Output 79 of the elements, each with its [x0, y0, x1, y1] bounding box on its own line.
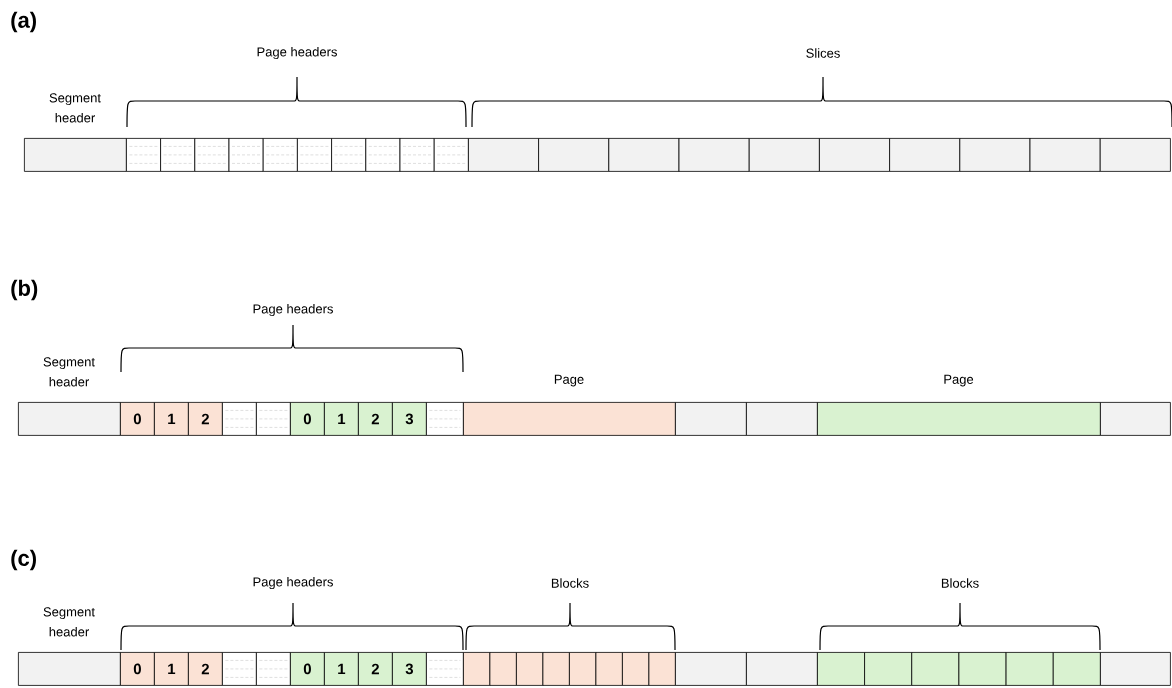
memory-cell	[817, 402, 1101, 436]
memory-cell	[1100, 652, 1171, 686]
memory-cell	[608, 138, 680, 172]
memory-cell: 0	[120, 402, 155, 436]
memory-cell	[463, 652, 491, 686]
memory-cell	[911, 652, 960, 686]
memory-cell	[365, 138, 401, 172]
memory-cell: 1	[324, 402, 359, 436]
memory-cell	[18, 402, 121, 436]
brace-label: Blocks	[551, 578, 589, 588]
brace-label: Page headers	[253, 303, 333, 317]
memory-cell	[256, 652, 291, 686]
memory-cell: 2	[188, 652, 223, 686]
memory-cell	[746, 652, 818, 686]
memory-cell	[675, 652, 747, 686]
memory-cell: 2	[188, 402, 223, 436]
memory-cell	[426, 652, 464, 686]
memory-cell	[463, 402, 676, 436]
memory-cell	[678, 138, 750, 172]
memory-cell	[331, 138, 367, 172]
brace-label: Page headers	[253, 576, 333, 590]
memory-cell	[748, 138, 820, 172]
cell-caption: Page	[554, 374, 584, 387]
memory-cell	[542, 652, 570, 686]
memory-cell	[958, 652, 1007, 686]
memory-cell: 1	[154, 402, 189, 436]
memory-cell	[889, 138, 961, 172]
memory-cell	[817, 652, 865, 686]
memory-cell	[222, 652, 257, 686]
memory-cell	[297, 138, 332, 172]
panel-label: (b)	[11, 279, 38, 301]
brace-label: Blocks	[941, 578, 979, 588]
memory-cell	[24, 138, 127, 172]
memory-cell	[1052, 652, 1101, 686]
memory-cell	[222, 402, 257, 436]
memory-cell	[468, 138, 539, 172]
memory-cell	[126, 138, 161, 172]
memory-cell	[256, 402, 291, 436]
memory-cell: 1	[154, 652, 189, 686]
memory-cell	[433, 138, 469, 172]
memory-cell	[489, 652, 517, 686]
memory-cell	[228, 138, 264, 172]
memory-cell: 1	[324, 652, 359, 686]
memory-cell: 0	[290, 652, 325, 686]
cell-caption: Page	[944, 374, 974, 387]
memory-cell	[959, 138, 1031, 172]
memory-cell	[1100, 402, 1171, 436]
cell-caption: Segment header	[49, 93, 101, 123]
memory-cell	[399, 138, 435, 172]
memory-cell	[648, 652, 676, 686]
memory-cell: 3	[392, 402, 427, 436]
memory-cell	[569, 652, 597, 686]
memory-cell	[18, 652, 121, 686]
memory-cell	[746, 402, 818, 436]
cell-caption: Segment header	[43, 357, 95, 387]
memory-cell: 2	[358, 652, 393, 686]
memory-cell	[516, 652, 544, 686]
memory-cell: 0	[290, 402, 325, 436]
memory-cell	[262, 138, 298, 172]
memory-cell	[864, 652, 913, 686]
memory-cell	[1099, 138, 1171, 172]
memory-cell	[538, 138, 610, 172]
memory-cell: 3	[392, 652, 427, 686]
memory-cell	[426, 402, 464, 436]
brace-label: Page headers	[257, 46, 337, 60]
panel-label: (c)	[11, 549, 36, 571]
brace-label: Slices	[806, 48, 840, 58]
memory-cell	[622, 652, 650, 686]
memory-cell	[675, 402, 747, 436]
memory-cell	[194, 138, 230, 172]
panel-label: (a)	[11, 11, 36, 33]
memory-cell	[160, 138, 196, 172]
cell-caption: Segment header	[43, 607, 95, 637]
memory-cell	[819, 138, 890, 172]
memory-cell	[595, 652, 623, 686]
memory-cell: 2	[358, 402, 393, 436]
memory-cell	[1005, 652, 1054, 686]
memory-cell	[1029, 138, 1101, 172]
memory-cell: 0	[120, 652, 155, 686]
